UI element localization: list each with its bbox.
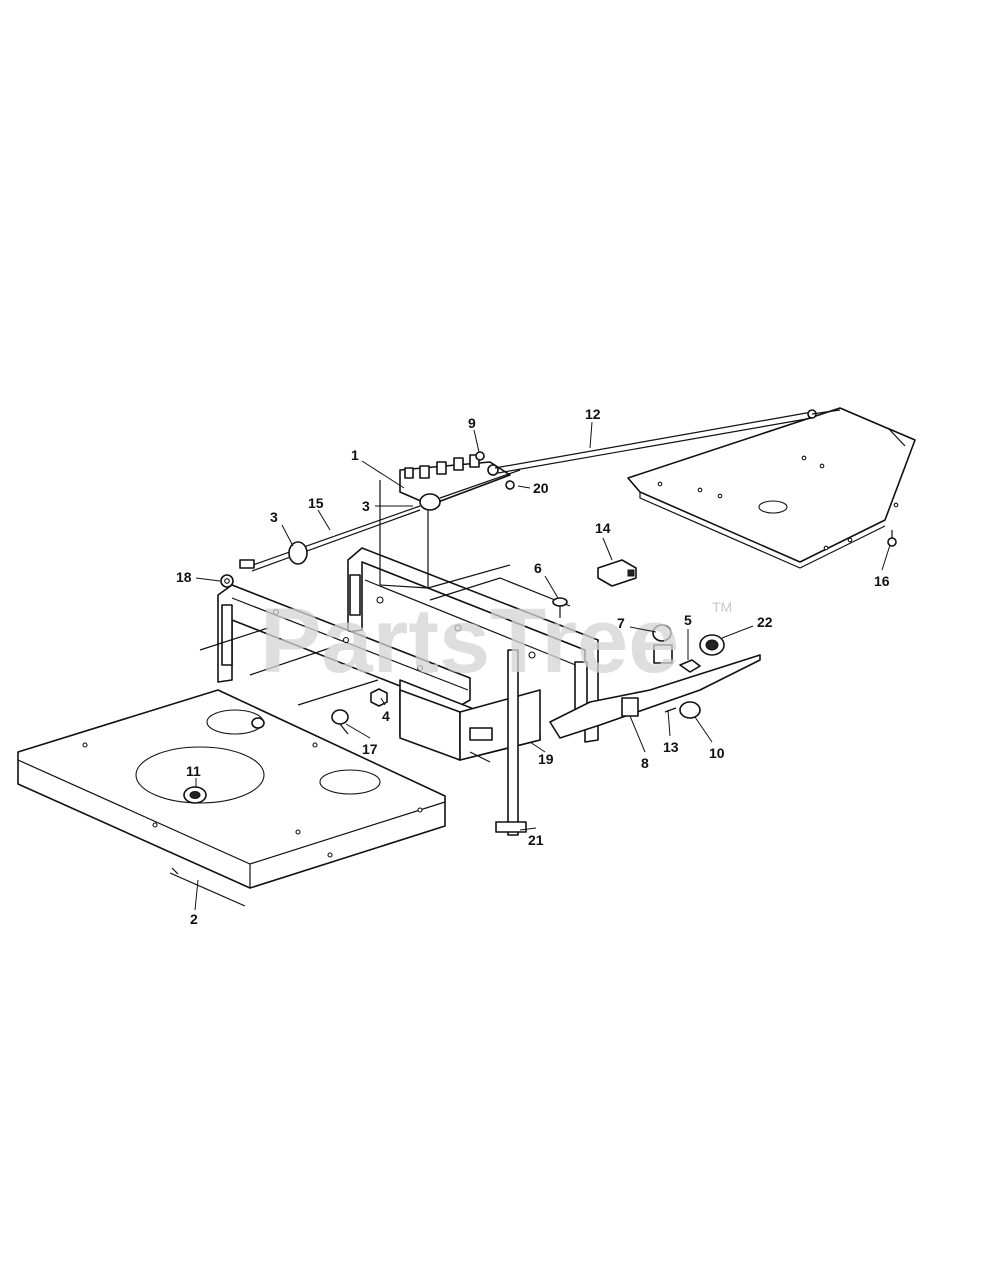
callout-20: 20 [533, 480, 549, 496]
callout-3-bushing: 3 [270, 509, 278, 525]
callout-15: 15 [308, 495, 324, 511]
callout-19: 19 [538, 751, 554, 767]
main-cross-member [347, 547, 599, 743]
callout-10: 10 [709, 745, 725, 761]
callout-17: 17 [362, 741, 378, 757]
watermark-text: PartsTree [260, 590, 679, 692]
switch-bracket [549, 624, 761, 739]
linkage-rod [494, 409, 841, 474]
small-hardware [199, 451, 897, 836]
watermark: PartsTree TM [260, 590, 732, 692]
callout-8: 8 [641, 755, 649, 771]
callout-18: 18 [176, 569, 192, 585]
callout-4: 4 [382, 708, 390, 724]
callout-16: 16 [874, 573, 890, 589]
callout-1: 1 [351, 447, 359, 463]
callout-11: 11 [186, 763, 201, 779]
callout-21: 21 [528, 832, 544, 848]
left-deck-plate [17, 689, 446, 907]
callout-5: 5 [684, 612, 692, 628]
callout-12: 12 [585, 406, 601, 422]
watermark-tm: TM [712, 599, 732, 615]
callout-6: 6 [534, 560, 542, 576]
callouts: 1 2 3 3 4 5 6 7 8 9 10 11 12 13 14 15 16… [176, 406, 890, 927]
callout-7: 7 [617, 615, 625, 631]
upright-box [379, 480, 571, 607]
control-block [399, 454, 521, 511]
right-floor-plate [627, 407, 916, 569]
callout-2: 2 [190, 911, 198, 927]
leader-lines [194, 421, 891, 911]
throttle-cable [239, 505, 421, 572]
callout-3-grommet: 3 [362, 498, 370, 514]
callout-14: 14 [595, 520, 611, 536]
callout-13: 13 [663, 739, 679, 755]
battery-tray [399, 679, 546, 761]
callout-9: 9 [468, 415, 476, 431]
callout-22: 22 [757, 614, 773, 630]
